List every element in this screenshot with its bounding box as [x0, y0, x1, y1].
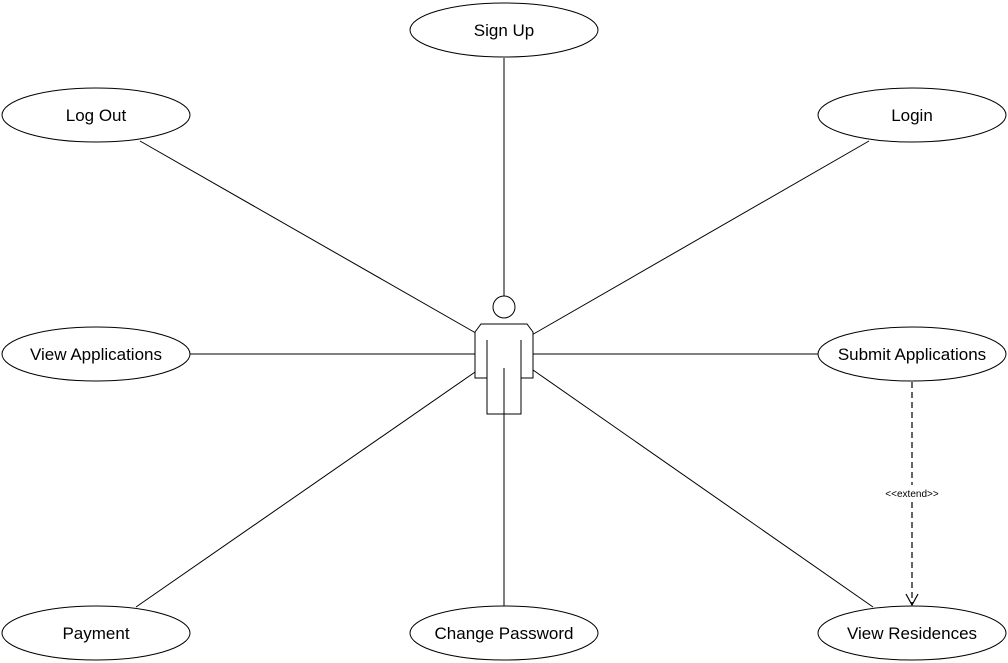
use-case-label: View Residences	[847, 624, 977, 643]
associations	[135, 58, 874, 608]
use-case-login[interactable]: Login	[817, 87, 1007, 143]
use-case-label: Submit Applications	[838, 345, 986, 364]
actor-figure	[474, 295, 534, 415]
extend-relationship: <<extend>>	[876, 382, 948, 607]
use-case-label: Login	[891, 106, 933, 125]
use-case-view-residences[interactable]: View Residences	[817, 605, 1007, 661]
use-case-label: Sign Up	[474, 21, 534, 40]
use-case-label: Log Out	[66, 106, 127, 125]
association-payment	[135, 369, 479, 608]
actor-head	[492, 295, 516, 319]
use-case-change-password[interactable]: Change Password	[409, 605, 599, 661]
use-case-submit-applications[interactable]: Submit Applications	[817, 326, 1007, 382]
association-log-out	[139, 140, 482, 337]
use-case-view-applications[interactable]: View Applications	[1, 326, 191, 382]
use-case-label: Change Password	[435, 624, 574, 643]
association-view-residences	[532, 369, 874, 608]
use-case-payment[interactable]: Payment	[1, 605, 191, 661]
use-case-log-out[interactable]: Log Out	[1, 87, 191, 143]
use-case-sign-up[interactable]: Sign Up	[409, 2, 599, 58]
extend-arrowhead	[905, 593, 919, 607]
use-case-label: Payment	[62, 624, 129, 643]
extend-label: <<extend>>	[885, 489, 939, 500]
extend-label-background	[876, 485, 948, 501]
use-case-label: View Applications	[30, 345, 162, 364]
association-login	[529, 140, 870, 337]
